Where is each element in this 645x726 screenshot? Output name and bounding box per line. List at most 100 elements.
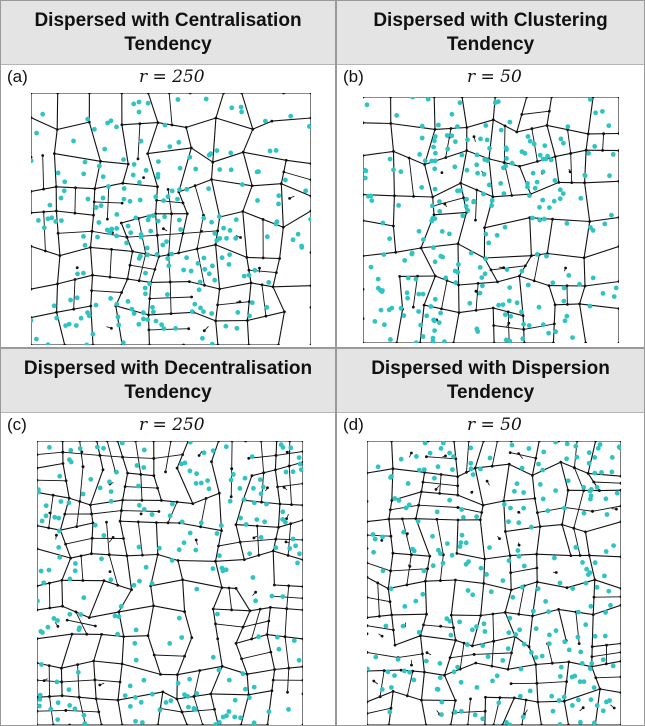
network-edge — [196, 248, 205, 286]
network-node — [130, 588, 133, 592]
network-node — [120, 201, 124, 205]
panel-d-r-label: r = 50 — [467, 415, 522, 435]
building-point — [534, 252, 540, 257]
building-point — [206, 271, 212, 277]
building-point — [169, 251, 175, 257]
building-point — [223, 444, 229, 450]
building-point — [561, 285, 567, 291]
network-node — [160, 499, 163, 502]
building-point — [457, 100, 463, 106]
network-node — [94, 697, 98, 701]
network-edge — [432, 182, 461, 198]
building-point — [37, 489, 41, 495]
building-point — [558, 664, 564, 670]
network-node — [274, 537, 278, 541]
building-point — [396, 498, 402, 503]
network-node — [456, 242, 460, 246]
building-point — [247, 551, 253, 557]
building-point — [530, 608, 536, 614]
network-node — [93, 678, 97, 682]
building-point — [600, 109, 605, 114]
building-point — [161, 198, 167, 203]
building-point — [603, 496, 609, 502]
building-point — [455, 664, 460, 670]
network-node — [269, 650, 273, 654]
network-edge — [37, 479, 67, 482]
building-point — [592, 455, 598, 460]
building-point — [136, 109, 142, 115]
building-point — [536, 304, 542, 310]
building-point — [486, 240, 492, 246]
network-node — [251, 127, 255, 131]
building-point — [489, 203, 495, 208]
network-node — [550, 97, 553, 99]
building-point — [428, 304, 434, 309]
network-edge — [149, 296, 192, 300]
network-node — [37, 453, 39, 456]
building-point — [137, 578, 142, 584]
building-point — [196, 287, 202, 293]
network-node — [591, 97, 595, 99]
network-edge — [474, 441, 485, 469]
network-edge — [540, 524, 563, 528]
network-edge — [510, 567, 537, 574]
network-node — [435, 517, 439, 521]
building-point — [373, 654, 379, 660]
building-point — [216, 667, 222, 673]
network-node — [222, 93, 225, 95]
network-node — [220, 529, 223, 532]
building-point — [507, 338, 513, 343]
network-node — [617, 245, 619, 248]
building-point — [200, 335, 205, 341]
building-point — [55, 170, 61, 176]
network-node — [185, 212, 189, 216]
building-point — [108, 118, 114, 124]
network-edge — [65, 709, 99, 713]
building-point — [502, 312, 508, 317]
building-points — [37, 441, 303, 725]
network-edge — [277, 483, 303, 488]
building-point — [416, 309, 421, 314]
network-node — [363, 121, 365, 125]
network-node — [285, 450, 289, 454]
network-edge — [272, 550, 275, 586]
network-node — [465, 470, 468, 474]
network-edge — [396, 309, 404, 343]
network-node — [210, 178, 213, 181]
building-point — [81, 234, 86, 239]
network-node — [214, 116, 218, 120]
building-point — [153, 194, 159, 200]
network-node — [75, 525, 79, 528]
building-point — [81, 171, 87, 177]
building-point — [169, 558, 175, 563]
building-point — [478, 136, 483, 142]
network-node — [278, 502, 282, 506]
building-point — [274, 634, 280, 640]
network-node — [199, 525, 203, 529]
network-node — [380, 539, 384, 542]
building-point — [214, 531, 220, 536]
building-point — [290, 237, 296, 243]
building-point — [513, 632, 519, 637]
network-node — [273, 668, 276, 671]
network-node — [139, 473, 143, 476]
building-point — [536, 461, 541, 467]
building-point — [501, 501, 507, 507]
network-node — [301, 538, 303, 542]
network-edge — [593, 604, 621, 616]
network-node — [504, 530, 507, 533]
network-node — [156, 553, 160, 556]
building-point — [276, 646, 282, 652]
network-node — [508, 451, 512, 454]
building-point — [187, 468, 193, 474]
building-point — [410, 97, 416, 100]
network-node — [301, 608, 303, 612]
building-point — [577, 679, 583, 685]
network-node — [216, 229, 220, 233]
building-point — [287, 546, 293, 551]
network-edge — [37, 462, 64, 469]
network-node — [367, 616, 369, 619]
building-point — [155, 218, 161, 224]
network-node — [159, 673, 162, 676]
building-point — [459, 532, 465, 538]
